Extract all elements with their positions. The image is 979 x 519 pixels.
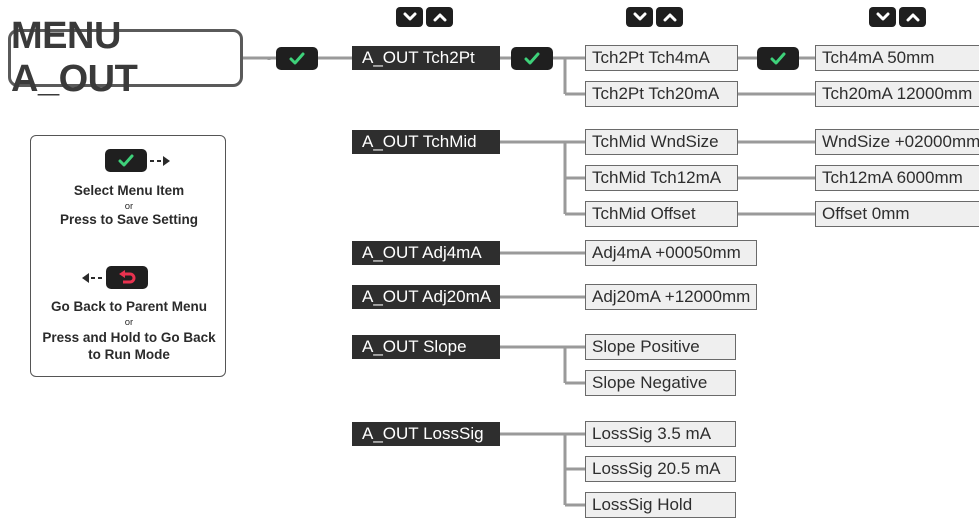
submenu-item[interactable]: Slope Negative	[585, 370, 736, 396]
legend-save-label: Press to Save Setting	[59, 212, 199, 227]
menu-item-slope[interactable]: A_OUT Slope	[352, 335, 500, 359]
chevron-up-icon	[433, 13, 446, 22]
submenu-item[interactable]: Adj4mA +00050mm	[585, 240, 757, 266]
menu-item-losssig[interactable]: A_OUT LossSig	[352, 422, 500, 446]
down-button[interactable]	[396, 7, 423, 27]
legend-hold-label: Press and Hold to Go Back	[42, 330, 216, 345]
navigation-arrows	[396, 7, 453, 27]
back-arrow-icon	[119, 269, 136, 283]
submenu-item[interactable]: Tch2Pt Tch4mA	[585, 45, 738, 71]
chevron-up-icon	[906, 13, 919, 22]
submenu-item[interactable]: LossSig 3.5 mA	[585, 421, 736, 447]
up-button[interactable]	[426, 7, 453, 27]
legend-or-label: or	[124, 317, 134, 328]
chevron-down-icon	[876, 12, 889, 21]
check-icon	[289, 52, 305, 64]
setting-item[interactable]: Tch4mA 50mm	[815, 45, 979, 71]
menu-item-tch2pt[interactable]: A_OUT Tch2Pt	[352, 46, 500, 70]
chevron-down-icon	[633, 12, 646, 21]
chevron-down-icon	[403, 12, 416, 21]
check-icon	[118, 154, 134, 166]
down-button[interactable]	[626, 7, 653, 27]
submenu-item[interactable]: Tch2Pt Tch20mA	[585, 81, 738, 107]
setting-item[interactable]: Tch12mA 6000mm	[815, 165, 979, 191]
submenu-item[interactable]: TchMid WndSize	[585, 129, 738, 155]
check-button[interactable]	[511, 47, 553, 70]
check-icon	[770, 52, 786, 64]
menu-item-tchmid[interactable]: A_OUT TchMid	[352, 130, 500, 154]
submenu-item[interactable]: TchMid Offset	[585, 201, 738, 227]
submenu-item[interactable]: TchMid Tch12mA	[585, 165, 738, 191]
navigation-arrows	[869, 7, 926, 27]
setting-item[interactable]: Offset 0mm	[815, 201, 979, 227]
legend-box: Select Menu Item or Press to Save Settin…	[30, 135, 226, 377]
chevron-up-icon	[663, 13, 676, 22]
setting-item[interactable]: Tch20mA 12000mm	[815, 81, 979, 107]
setting-item[interactable]: WndSize +02000mm	[815, 129, 979, 155]
legend-or-label: or	[124, 201, 134, 212]
legend-hold-label: to Run Mode	[88, 347, 170, 362]
check-button[interactable]	[757, 47, 799, 70]
navigation-arrows	[626, 7, 683, 27]
submenu-item[interactable]: LossSig Hold	[585, 492, 736, 518]
check-icon	[524, 52, 540, 64]
menu-item-adj4ma[interactable]: A_OUT Adj4mA	[352, 241, 500, 265]
dashed-arrow-right-icon	[150, 156, 170, 166]
check-button[interactable]	[276, 47, 318, 70]
legend-back-button	[106, 266, 148, 289]
menu-item-adj20ma[interactable]: A_OUT Adj20mA	[352, 285, 500, 309]
menu-title: MENU A_OUT	[8, 15, 243, 100]
down-button[interactable]	[869, 7, 896, 27]
legend-back-label: Go Back to Parent Menu	[50, 299, 208, 314]
up-button[interactable]	[656, 7, 683, 27]
legend-check-button	[105, 149, 147, 172]
submenu-item[interactable]: Slope Positive	[585, 334, 736, 360]
submenu-item[interactable]: Adj20mA +12000mm	[585, 284, 757, 310]
up-button[interactable]	[899, 7, 926, 27]
dashed-arrow-left-icon	[82, 273, 102, 283]
legend-select-label: Select Menu Item	[73, 183, 185, 198]
submenu-item[interactable]: LossSig 20.5 mA	[585, 456, 736, 482]
